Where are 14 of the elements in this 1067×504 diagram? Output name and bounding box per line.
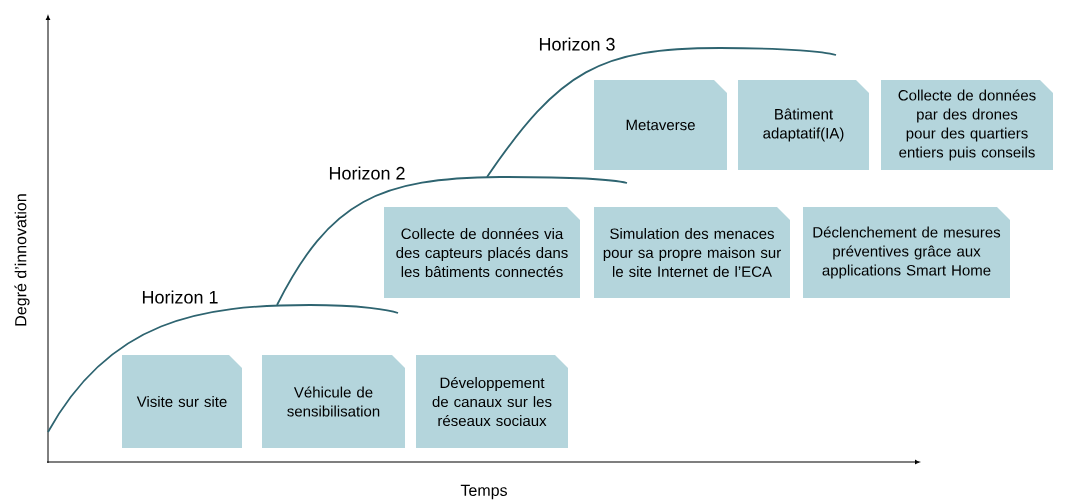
note-box: Visite sur site (122, 355, 242, 448)
note-box: Metaverse (594, 80, 727, 170)
note-box: Véhicule de sensibilisation (262, 355, 405, 448)
note-box: Collecte de données via des capteurs placés dans les bâtiments connectés (384, 207, 580, 298)
axis-title: Degré d’innovation (14, 194, 30, 326)
note-box: Déclenchement de mesures préventives grâce aux applications Smart Home (803, 207, 1010, 298)
note-box: Développement de canaux sur les réseaux sociaux (416, 355, 568, 448)
horizon-label: Horizon 1 (142, 290, 218, 304)
note-box: Bâtiment adaptatif(IA) (738, 80, 869, 170)
note-box: Collecte de données par des drones pour des quartiers entiers puis conseils (881, 80, 1053, 170)
note-box: Simulation des menaces pour sa propre maison sur le site Internet de l’ECA (594, 207, 790, 298)
axis-title: Temps (460, 484, 507, 500)
horizon-label: Horizon 3 (539, 37, 615, 51)
horizon-label: Horizon 2 (329, 166, 405, 180)
